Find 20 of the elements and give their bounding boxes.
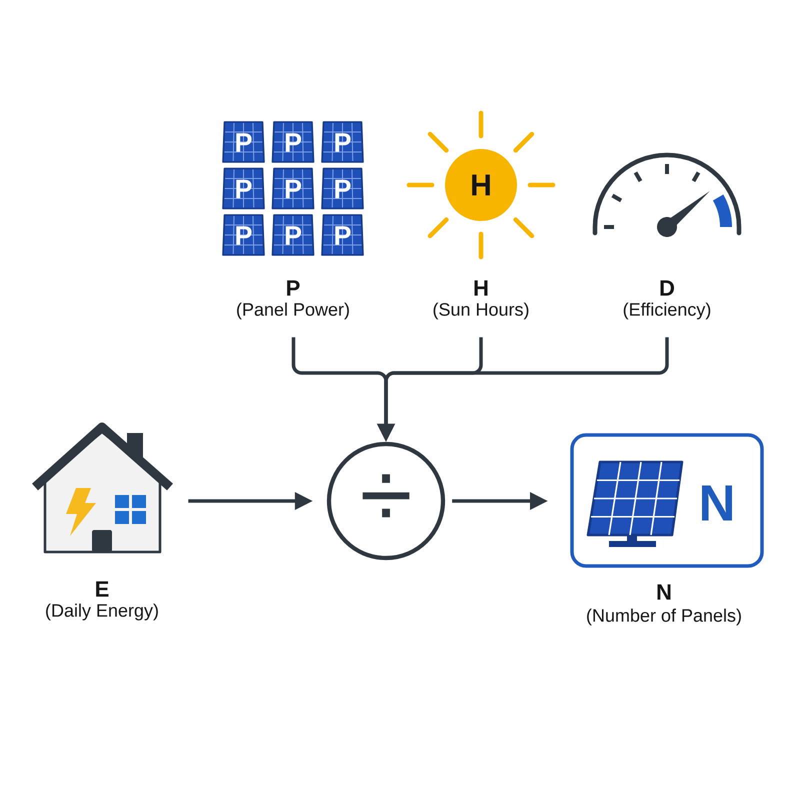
panel-letter: P (236, 226, 252, 245)
node-label: (Daily Energy) (46, 604, 158, 620)
panel-letter: P (236, 133, 252, 152)
variable-letter: P (287, 280, 300, 296)
panel-letter: P (286, 226, 302, 245)
panel-letter: P (286, 180, 302, 198)
variable-letter: N (658, 584, 670, 600)
result-box: N (570, 433, 764, 568)
panel-letter: P (286, 133, 302, 152)
node-label: (Sun Hours) (434, 302, 528, 320)
variable-letter: D (660, 280, 674, 296)
node-label: (Efficiency) (624, 302, 710, 320)
node-label: (Panel Power) (237, 302, 349, 320)
node-label: (Number of Panels) (587, 608, 741, 626)
panel-letter: P (335, 180, 351, 198)
panel-letter: P (236, 180, 252, 198)
panel-letter: P (335, 226, 351, 245)
panel-letter: P (335, 133, 351, 152)
variable-letter: H (474, 280, 488, 296)
variable-letter: E (96, 581, 108, 597)
